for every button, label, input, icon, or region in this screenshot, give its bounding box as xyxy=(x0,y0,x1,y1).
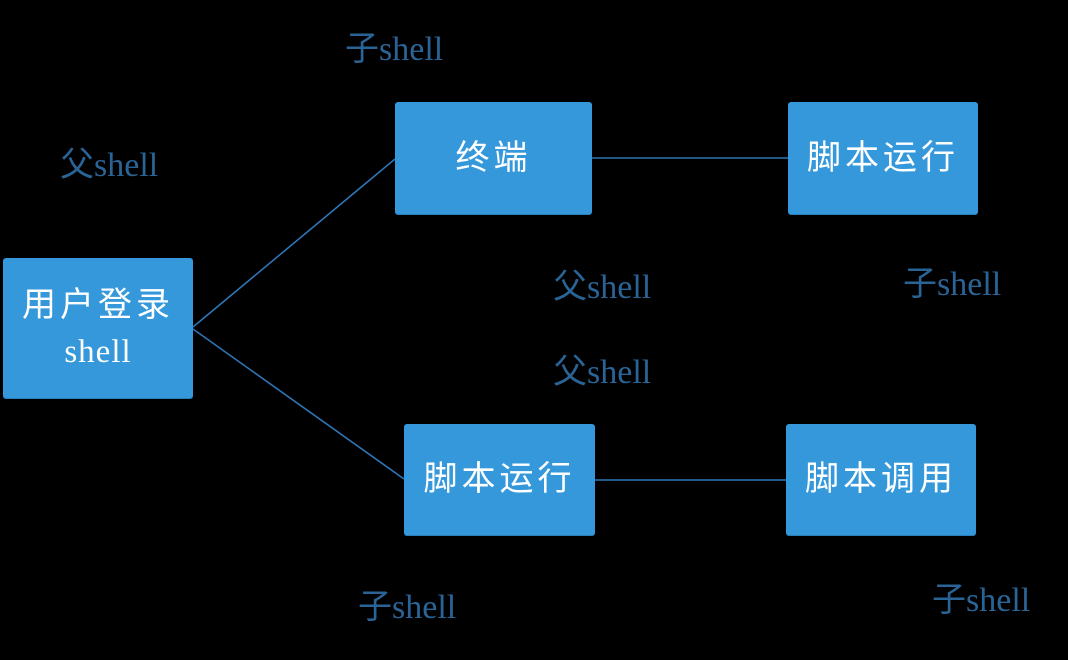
node-user-login-shell: 用户登录 shell xyxy=(3,258,193,399)
node-user-login-shell-label-line2: shell xyxy=(64,334,132,371)
edge-login-to-script-run xyxy=(192,328,405,480)
node-terminal: 终端 xyxy=(395,102,592,215)
node-terminal-label: 终端 xyxy=(455,139,532,177)
node-script-run-bottom: 脚本运行 xyxy=(404,424,595,536)
label-parent-shell-middle-upper: 父shell xyxy=(553,269,652,306)
label-child-shell-right-top: 子shell xyxy=(903,266,1002,303)
node-script-run-top-label: 脚本运行 xyxy=(807,139,959,177)
node-user-login-shell-label-line1: 用户登录 xyxy=(22,286,174,324)
node-script-run-top: 脚本运行 xyxy=(788,102,978,215)
edge-login-to-terminal xyxy=(192,158,396,328)
label-parent-shell-middle-lower: 父shell xyxy=(553,354,652,391)
node-script-run-bottom-label: 脚本运行 xyxy=(423,461,576,499)
label-child-shell-bottom-right: 子shell xyxy=(932,582,1031,619)
label-parent-shell-left: 父shell xyxy=(60,147,159,184)
label-child-shell-top: 子shell xyxy=(345,31,444,68)
node-script-call: 脚本调用 xyxy=(786,424,976,536)
node-script-call-label: 脚本调用 xyxy=(805,461,957,499)
label-child-shell-bottom-left: 子shell xyxy=(358,589,457,626)
